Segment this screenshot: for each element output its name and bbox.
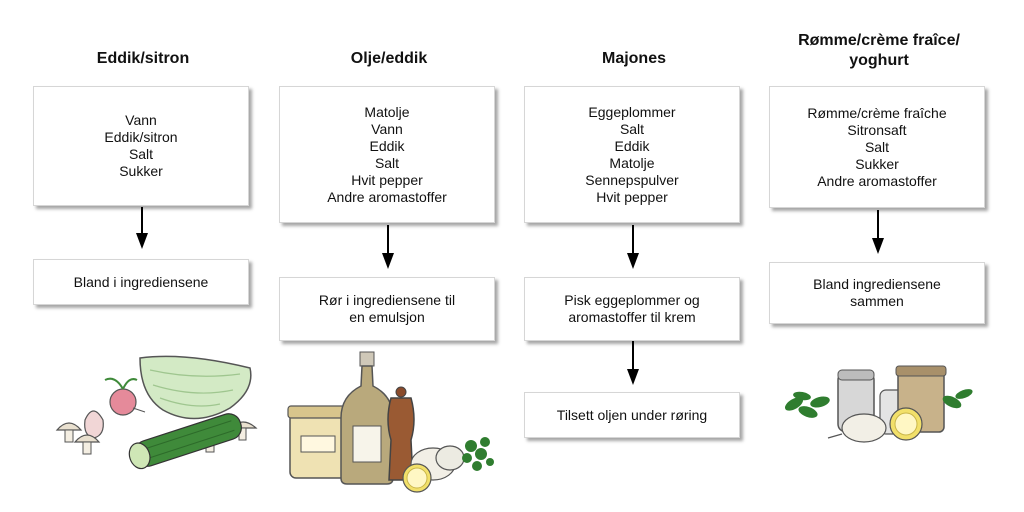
ingredient-item: Sitronsaft — [847, 121, 907, 138]
step-line: Pisk eggeplommer og — [564, 292, 700, 308]
ingredient-item: Eddik — [614, 137, 650, 154]
ingredient-item: Sukker — [119, 163, 163, 179]
down-arrow-icon — [627, 225, 639, 269]
down-arrow-icon — [382, 225, 394, 269]
oil-vinegar-illustration — [287, 351, 494, 493]
title-line: Majones — [601, 50, 666, 67]
title-line: Olje/eddik — [350, 50, 428, 67]
step-line: sammen — [850, 293, 904, 309]
step-line: aromastoffer til krem — [568, 309, 696, 325]
column-title: Rømme/crème fraîce/ yoghurt — [769, 31, 989, 71]
column-romme-yoghurt: Rømme/crème fraîce/ yoghurt Rømme/crème … — [769, 0, 989, 512]
step-line: Bland ingrediensene — [813, 276, 941, 292]
title-line: Rømme/crème fraîce/ — [798, 32, 960, 49]
column-majones: Majones Eggeplommer Salt Eddik Matolje S… — [524, 0, 744, 512]
ingredient-item: Salt — [128, 146, 154, 162]
column-title: Eddik/sitron — [33, 49, 253, 69]
dairy-herbs-illustration — [784, 365, 973, 443]
step-line: Rør i ingrediensene til — [318, 292, 456, 308]
ingredient-item: Andre aromastoffer — [817, 172, 937, 189]
ingredient-item: Hvit pepper — [596, 188, 668, 205]
column-title: Majones — [524, 49, 744, 69]
step-line: Tilsett oljen under røring — [556, 406, 708, 423]
down-arrow-icon — [136, 207, 148, 249]
ingredient-item: Salt — [864, 138, 890, 155]
ingredient-box: Rømme/crème fraîche Sitronsaft Salt Sukk… — [769, 86, 985, 208]
title-line: Eddik/sitron — [96, 50, 190, 67]
step-box: Pisk eggeplommer og aromastoffer til kre… — [524, 277, 740, 341]
ingredient-box: Matolje Vann Eddik Salt Hvit pepper Andr… — [279, 86, 495, 223]
column-title: Olje/eddik — [279, 49, 499, 69]
step-line: en emulsjon — [349, 309, 425, 325]
step-box: Bland i ingrediensene — [33, 259, 249, 305]
step-box: Tilsett oljen under røring — [524, 392, 740, 438]
ingredient-item: Vann — [371, 120, 403, 137]
ingredient-item: Matolje — [609, 154, 655, 171]
column-olje-eddik: Olje/eddik Matolje Vann Eddik Salt Hvit … — [279, 0, 499, 512]
ingredient-item: Rømme/crème fraîche — [807, 104, 947, 121]
ingredient-item: Eggeplommer — [588, 103, 676, 120]
ingredient-item: Hvit pepper — [351, 171, 423, 188]
step-box: Bland ingrediensene sammen — [769, 262, 985, 324]
down-arrow-icon — [872, 210, 884, 254]
ingredient-item: Vann — [125, 112, 157, 128]
ingredient-item: Andre aromastoffer — [327, 188, 447, 205]
ingredient-item: Sennepspulver — [585, 171, 679, 188]
ingredient-item: Sukker — [855, 155, 899, 172]
ingredient-item: Eddik/sitron — [104, 129, 178, 145]
ingredient-box: Vann Eddik/sitron Salt Sukker — [33, 86, 249, 206]
column-eddik-sitron: Eddik/sitron Vann Eddik/sitron Salt Sukk… — [33, 0, 253, 512]
vegetables-illustration — [55, 355, 258, 470]
step-line: Bland i ingrediensene — [73, 273, 209, 290]
step-box: Rør i ingrediensene til en emulsjon — [279, 277, 495, 341]
ingredient-item: Salt — [374, 154, 400, 171]
ingredient-item: Matolje — [364, 103, 410, 120]
title-line: yoghurt — [849, 52, 909, 69]
ingredient-item: Salt — [619, 120, 645, 137]
down-arrow-icon — [627, 341, 639, 385]
ingredient-item: Eddik — [369, 137, 405, 154]
ingredient-box: Eggeplommer Salt Eddik Matolje Sennepspu… — [524, 86, 740, 223]
